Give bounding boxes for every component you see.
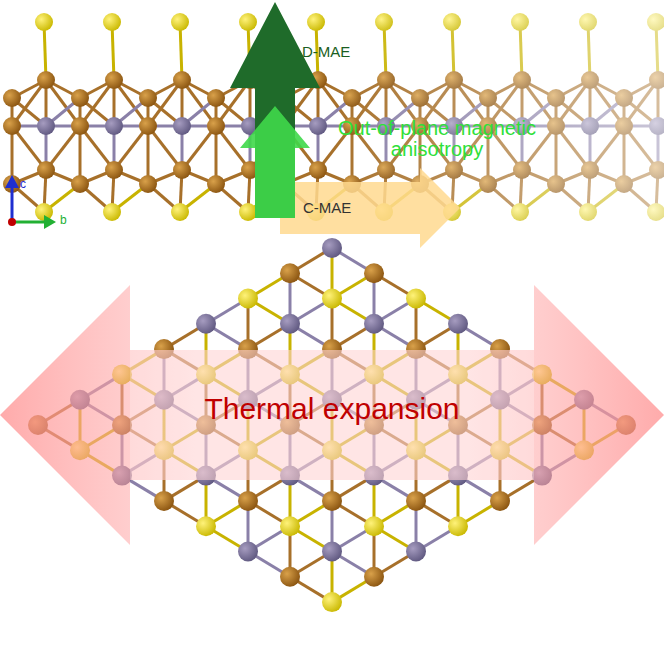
label: c [20,178,26,191]
atom [103,13,121,31]
atom [239,13,257,31]
atom [322,238,342,258]
atom [239,203,257,221]
label: C-MAE [303,200,351,216]
atom [171,13,189,31]
atom [37,117,55,135]
arrow-band [130,350,534,480]
b-axis-head [44,215,56,229]
atom [71,117,89,135]
atom [238,542,258,562]
atom [207,89,225,107]
atom [238,289,258,309]
atom [364,263,384,283]
atom [280,314,300,334]
atom [37,71,55,89]
atom [364,516,384,536]
c-axis-head [5,175,19,188]
atom [490,491,510,511]
c-axis [11,185,14,222]
a-axis-dot [8,218,16,226]
atom [71,89,89,107]
atom [171,203,189,221]
atom [105,71,123,89]
atom [307,13,325,31]
atom [173,117,191,135]
atom [71,175,89,193]
atom [322,542,342,562]
atom [322,491,342,511]
atom [3,89,21,107]
label: Thermal expansion [204,393,459,425]
atom [406,542,426,562]
atom [364,314,384,334]
c-mae-arrow [280,168,460,248]
atom [173,71,191,89]
atom [3,117,21,135]
atom [280,567,300,587]
atom [196,516,216,536]
atom [238,491,258,511]
atom [173,161,191,179]
atom [406,289,426,309]
atom [448,516,468,536]
atom [448,314,468,334]
label: b [60,214,67,227]
atom [37,161,55,179]
atom [139,175,157,193]
d-mae-arrow [230,2,320,218]
atom [280,516,300,536]
atom [35,13,53,31]
atom [207,117,225,135]
atom [105,117,123,135]
atom [309,117,327,135]
atom [207,175,225,193]
atom [280,263,300,283]
atom [139,89,157,107]
atom [103,203,121,221]
atom [322,289,342,309]
atom [406,491,426,511]
atom [105,161,123,179]
atom [364,567,384,587]
anisotropy-arrow [240,106,310,218]
atom [139,117,157,135]
thermal-expansion-arrow [0,285,664,545]
atom [309,161,327,179]
atom [322,592,342,612]
label: Out-of-plane magnetic anisotropy [312,118,562,160]
atom [154,491,174,511]
atom [196,314,216,334]
b-axis [12,221,46,224]
label: D-MAE [302,44,350,60]
